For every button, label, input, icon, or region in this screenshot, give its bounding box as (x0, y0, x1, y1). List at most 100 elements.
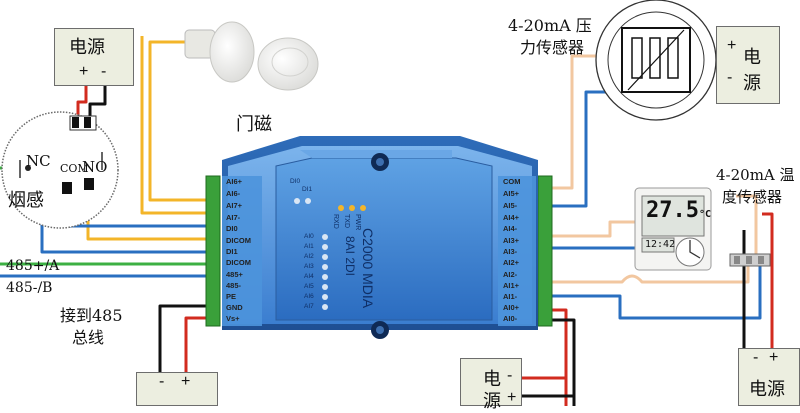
module-right-terminal: AI4+ (503, 213, 520, 222)
led-label-ai: AI7 (304, 303, 314, 310)
wire-pressure-orange (548, 54, 610, 190)
psu-title-line1: 电 (483, 369, 501, 390)
module-right-terminal: AI5- (503, 201, 518, 210)
led-ai3 (322, 264, 328, 270)
led-group-ai (320, 234, 334, 314)
led-label-ai: AI2 (304, 253, 314, 260)
wire-temp-red (762, 212, 774, 352)
led-label-ai: AI1 (304, 243, 314, 250)
led-label-di1: DI1 (302, 186, 313, 193)
psu-title-line2: 源 (743, 73, 761, 94)
pressure-sensor (595, 0, 717, 121)
module-left-terminal: DI1 (226, 247, 238, 256)
module-right-terminal: AI4- (503, 224, 518, 233)
wire-gnd-black (158, 304, 213, 374)
psu-bottom-mid: 电 - 源 + (460, 358, 522, 412)
psu-bottom-left: - + (136, 372, 218, 406)
module-right-terminal: AI1- (503, 292, 518, 301)
psu-title-line1: 电 (743, 47, 761, 68)
led-group-di: DI0 DI1 (290, 178, 318, 208)
led-ai1 (322, 244, 328, 250)
psu-minus: - (753, 349, 759, 366)
led-label-ai: AI4 (304, 273, 314, 280)
module-left-terminal: 485+ (226, 270, 243, 279)
module-left-terminal: PE (226, 292, 237, 301)
module-right-terminal: AI5+ (503, 189, 520, 198)
module-left-terminal: AI6+ (226, 177, 243, 186)
smoke-com-label: COM (60, 162, 89, 175)
led-rxd (338, 205, 344, 211)
led-label-di0: DI0 (290, 178, 301, 185)
module-left-terminal: Vs+ (226, 314, 240, 323)
psu-title: 电源 (69, 37, 105, 58)
module-left-terminal: AI6- (226, 189, 241, 198)
led-ai-labels: AI0 AI1 AI2 AI3 AI4 AI5 AI6 AI7 (304, 232, 318, 322)
wire-door-yellow-2 (140, 36, 213, 215)
psu-plus: + (727, 37, 737, 54)
pressure-label-line2: 力传感器 (520, 38, 585, 57)
led-ai5 (322, 284, 328, 290)
psu-bottom-right: - + 电源 (738, 348, 800, 406)
led-di1 (305, 198, 311, 204)
led-label-ai: AI5 (304, 283, 314, 290)
led-ai0 (322, 234, 328, 240)
module-right-terminal: AI0- (503, 314, 518, 323)
psu-minus: - (101, 63, 107, 80)
psu-title: 电源 (749, 379, 785, 400)
psu-plus: + (181, 373, 191, 390)
module-left-terminal: AI7+ (226, 201, 243, 210)
led-label-txd: TXD (343, 214, 350, 228)
wire-door-yellow-1 (148, 40, 213, 202)
temp-unit: °C (698, 209, 712, 220)
led-label-ai: AI0 (304, 233, 314, 240)
led-group-top (338, 205, 368, 245)
led-label-pwr: PWR (354, 214, 361, 231)
module-right-terminal: COM (503, 177, 521, 186)
wire-temp-blue-2 (548, 262, 762, 320)
module-left-terminal: 485- (226, 281, 242, 290)
led-pwr (360, 205, 366, 211)
led-label-ai: AI3 (304, 263, 314, 270)
led-label-rxd: RXD (332, 214, 339, 229)
led-ai4 (322, 274, 328, 280)
psu-mark-top: - (507, 367, 513, 384)
led-ai7 (322, 304, 328, 310)
wire-temp-orange-2 (548, 262, 750, 284)
led-label-ai: AI6 (304, 293, 314, 300)
bus-a-label: 485+/A (6, 258, 60, 274)
psu-plus: + (769, 349, 779, 366)
module-right-terminal: AI2+ (503, 258, 520, 267)
led-ai6 (322, 294, 328, 300)
module-right-terminal: AI3- (503, 247, 518, 256)
c2000-module (205, 136, 553, 339)
wire-ai-red (548, 308, 568, 406)
module-right-terminal: AI1+ (503, 281, 520, 290)
temp-label-line2: 度传感器 (722, 188, 783, 206)
module-left-terminal: DICOM (226, 236, 251, 245)
temperature-sensor (634, 187, 771, 271)
led-di0 (294, 198, 300, 204)
module-left-terminal: GND (226, 303, 243, 312)
psu-top-left: 电源 + - (54, 28, 134, 86)
wire-psu-red (76, 84, 88, 124)
wire-vs-red (184, 316, 213, 374)
smoke-no-label: NO (82, 158, 108, 176)
module-right-terminal: AI2- (503, 270, 518, 279)
temp-value: 27.5 (646, 198, 699, 223)
module-left-terminal: DICOM (226, 258, 251, 267)
bus-note-line1: 接到485 (60, 306, 123, 325)
psu-top-right: + 电 - 源 (716, 26, 780, 104)
wire-psu-black (88, 84, 107, 124)
psu-plus: + (79, 63, 89, 80)
temp-label-line1: 4-20mA 温 (716, 166, 795, 184)
psu-title-line2: 源 (483, 391, 501, 412)
pressure-label-line1: 4-20mA 压 (508, 16, 592, 35)
module-left-terminal: DI0 (226, 224, 238, 233)
led-ai2 (322, 254, 328, 260)
led-txd (349, 205, 355, 211)
smoke-detector-label: 烟感 (8, 190, 44, 211)
smoke-detector (1, 111, 119, 229)
module-left-terminal: AI7- (226, 213, 241, 222)
smoke-nc-label: NC (26, 152, 51, 170)
